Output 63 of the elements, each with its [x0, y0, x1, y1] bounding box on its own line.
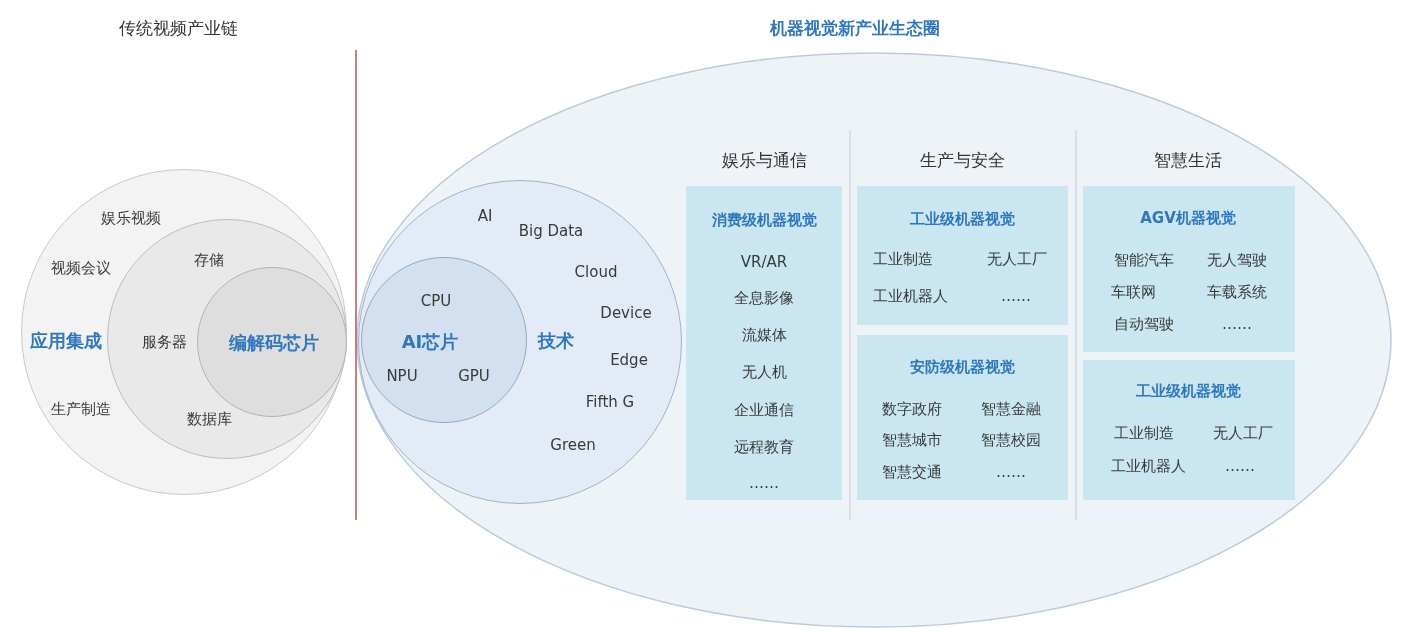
ecosystem-ellipse [356, 52, 1392, 628]
circle-label: 存储 [194, 251, 224, 269]
section-title: 传统视频产业链 [118, 16, 238, 40]
panel-heading: 工业级机器视觉 [1135, 382, 1241, 400]
panel-item: …… [1001, 287, 1031, 305]
circle-label: Device [600, 304, 652, 322]
panel-heading: 安防级机器视觉 [909, 358, 1015, 376]
panel-item: 全息影像 [734, 289, 794, 307]
circle-label: 数据库 [186, 410, 232, 428]
category-panel [857, 186, 1068, 325]
circle-heading: AI芯片 [401, 331, 459, 353]
panel-item: 车载系统 [1207, 283, 1267, 301]
panel-item: …… [749, 474, 779, 492]
panel-item: 数字政府 [882, 400, 942, 418]
panel-item: 企业通信 [734, 401, 794, 419]
circle-label: Green [550, 436, 596, 454]
panel-item: 智慧金融 [981, 400, 1041, 418]
circle-label: Big Data [518, 222, 584, 240]
circle-heading: 技术 [538, 330, 574, 352]
circle-label: GPU [458, 367, 490, 385]
section-title: 机器视觉新产业生态圈 [770, 16, 940, 40]
category-panel [686, 186, 842, 500]
panel-heading: AGV机器视觉 [1140, 209, 1236, 227]
panel-item: …… [1225, 457, 1255, 475]
panel-item: 无人工厂 [1213, 424, 1273, 442]
panel-item: 智慧交通 [882, 463, 942, 481]
panel-item: 自动驾驶 [1114, 315, 1174, 333]
circle-label: 娱乐视频 [101, 209, 161, 227]
panel-item: VR/AR [740, 253, 788, 271]
circle-label: 生产制造 [51, 400, 111, 418]
circle-label: 服务器 [141, 333, 187, 351]
panel-item: 智慧城市 [882, 431, 942, 449]
panel-item: …… [996, 463, 1026, 481]
panel-item: 无人机 [741, 363, 787, 381]
panel-item: 工业机器人 [872, 287, 948, 305]
category-panel [1083, 360, 1295, 500]
panel-heading: 消费级机器视觉 [711, 211, 817, 229]
panel-item: 远程教育 [734, 438, 794, 456]
panel-item: 无人工厂 [987, 250, 1047, 268]
circle-heading: 应用集成 [30, 330, 102, 352]
circle-label: AI [477, 207, 493, 225]
circle-label: CPU [420, 292, 452, 310]
panel-heading: 工业级机器视觉 [909, 210, 1015, 228]
circle-heading: 编解码芯片 [229, 332, 319, 354]
panel-item: 工业制造 [1114, 424, 1174, 442]
panel-item: 流媒体 [741, 326, 787, 344]
panel-item: 工业制造 [873, 250, 933, 268]
circle-label: NPU [386, 367, 418, 385]
column-heading: 生产与安全 [919, 148, 1005, 172]
panel-item: 智能汽车 [1114, 251, 1174, 269]
panel-item: 无人驾驶 [1207, 251, 1267, 269]
circle-label: 视频会议 [51, 259, 111, 277]
column-heading: 智慧生活 [1154, 148, 1222, 172]
circle-label: Fifth G [585, 393, 635, 411]
panel-item: 车联网 [1110, 283, 1156, 301]
circle-label: Edge [610, 351, 648, 369]
category-panel [1083, 186, 1295, 352]
panel-item: …… [1222, 315, 1252, 333]
circle-label: Cloud [574, 263, 618, 281]
panel-item: 工业机器人 [1110, 457, 1186, 475]
panel-item: 智慧校园 [981, 431, 1041, 449]
category-panel [857, 335, 1068, 500]
column-heading: 娱乐与通信 [721, 148, 807, 172]
